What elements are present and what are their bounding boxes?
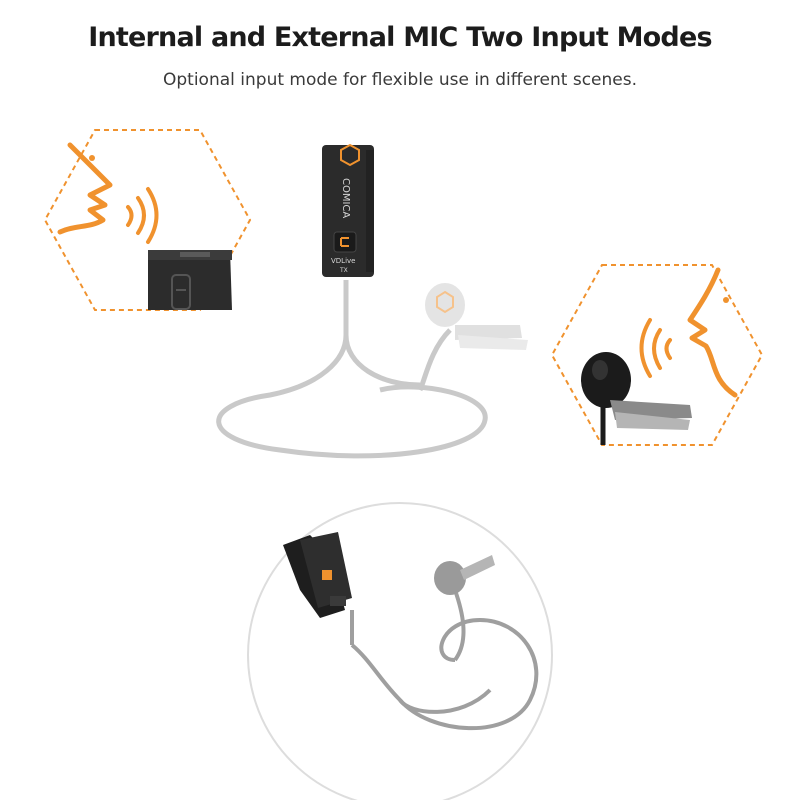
comica-hex-logo [340,143,360,167]
page-title: Internal and External MIC Two Input Mode… [88,22,712,53]
bottom-clip-scene [247,502,553,800]
sound-waves-icon [126,187,159,244]
bottom-circle-frame [247,502,553,800]
device-brand-label: COMICA [340,178,351,218]
speaking-face-icon [687,267,738,398]
clipped-transmitter [283,532,352,618]
device-model-label: VDLive [331,257,355,265]
transmitter-device: COMICA VDLive TX [322,143,374,277]
internal-mic-mode-panel [43,129,252,311]
speaking-face-icon [57,142,113,235]
cable-loop [216,280,488,459]
external-mic-mode-panel [550,264,764,446]
right-hexagon-frame [550,264,764,446]
faded-lavalier-mic [425,283,528,350]
lavalier-mic [434,555,495,595]
sound-waves-icon [639,318,672,378]
device-model-suffix: TX [339,267,348,274]
center-transmitter-assembly: COMICA VDLive TX [216,143,528,459]
lavalier-mic-closeup [581,352,692,445]
device-closeup [148,250,232,310]
page-subtitle: Optional input mode for flexible use in … [163,70,637,90]
device-power-button [333,231,357,253]
